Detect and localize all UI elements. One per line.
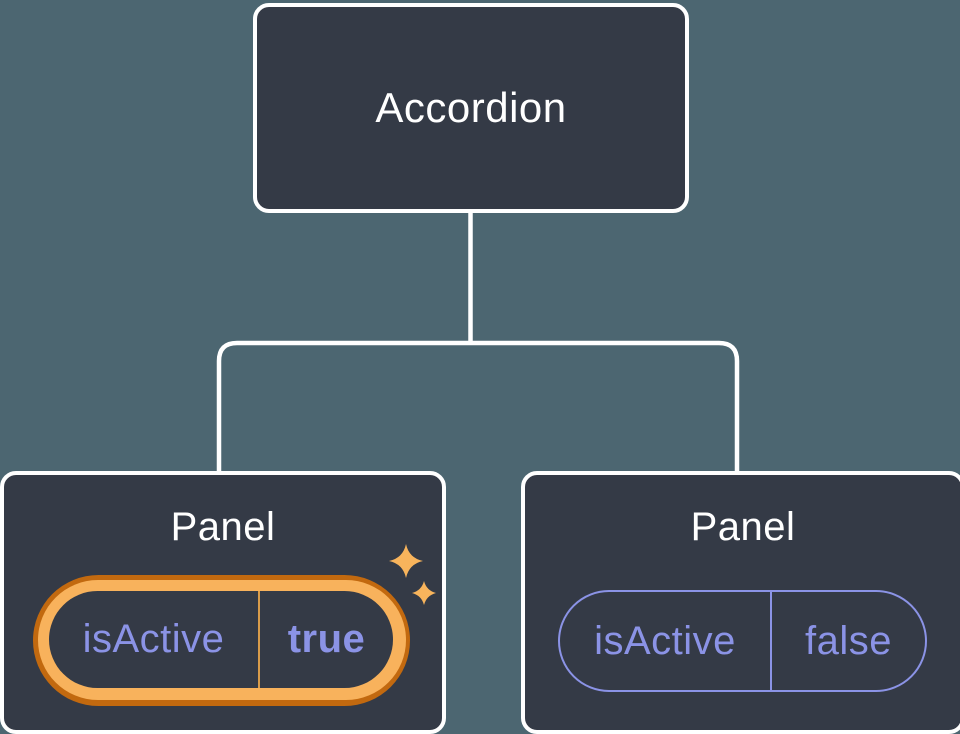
connector-bracket [216,340,740,472]
state-prop-value: false [805,618,892,663]
panel-node-active: Panel isActive true [0,471,446,734]
state-prop-name: isActive [49,591,260,688]
state-pill-inactive: isActive false [558,590,927,692]
state-pill-body: isActive true [49,591,393,688]
panel-title: Panel [170,505,276,549]
accordion-node: Accordion [253,3,689,213]
state-pill-highlight-ring: isActive true [38,580,406,700]
panel-title: Panel [690,505,796,549]
sparkle-small [412,581,436,605]
panel-node-inactive: Panel isActive false [521,471,960,734]
state-pill-active: isActive true [33,575,410,706]
state-prop-value: true [287,617,366,661]
state-prop-name: isActive [560,592,772,690]
accordion-node-label: Accordion [375,84,567,131]
